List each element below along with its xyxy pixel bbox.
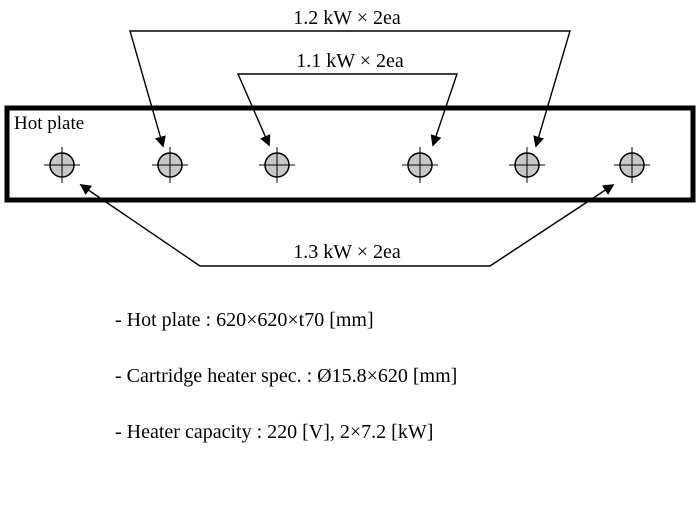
hot-plate-label: Hot plate <box>14 113 85 134</box>
spec-hot-plate: - Hot plate : 620×620×t70 [mm] <box>115 309 374 331</box>
heater-circle-1 <box>44 147 80 183</box>
heater-circle-4 <box>402 147 438 183</box>
label-heater-13kw: 1.3 kW × 2ea <box>290 240 404 264</box>
spec-list: - Hot plate : 620×620×t70 [mm] - Cartrid… <box>115 308 457 476</box>
heater-holes <box>44 147 650 183</box>
leader-lines <box>79 30 615 267</box>
heater-circle-2 <box>152 147 188 183</box>
heater-circle-6 <box>614 147 650 183</box>
spec-cartridge-heater: - Cartridge heater spec. : Ø15.8×620 [mm… <box>115 365 458 387</box>
hot-plate-outline <box>4 105 696 203</box>
spec-heater-capacity: - Heater capacity : 220 [V], 2×7.2 [kW] <box>115 421 434 443</box>
heater-circle-3 <box>259 147 295 183</box>
label-heater-12kw: 1.2 kW × 2ea <box>290 6 404 30</box>
heater-circle-5 <box>509 147 545 183</box>
label-heater-11kw: 1.1 kW × 2ea <box>293 49 407 73</box>
